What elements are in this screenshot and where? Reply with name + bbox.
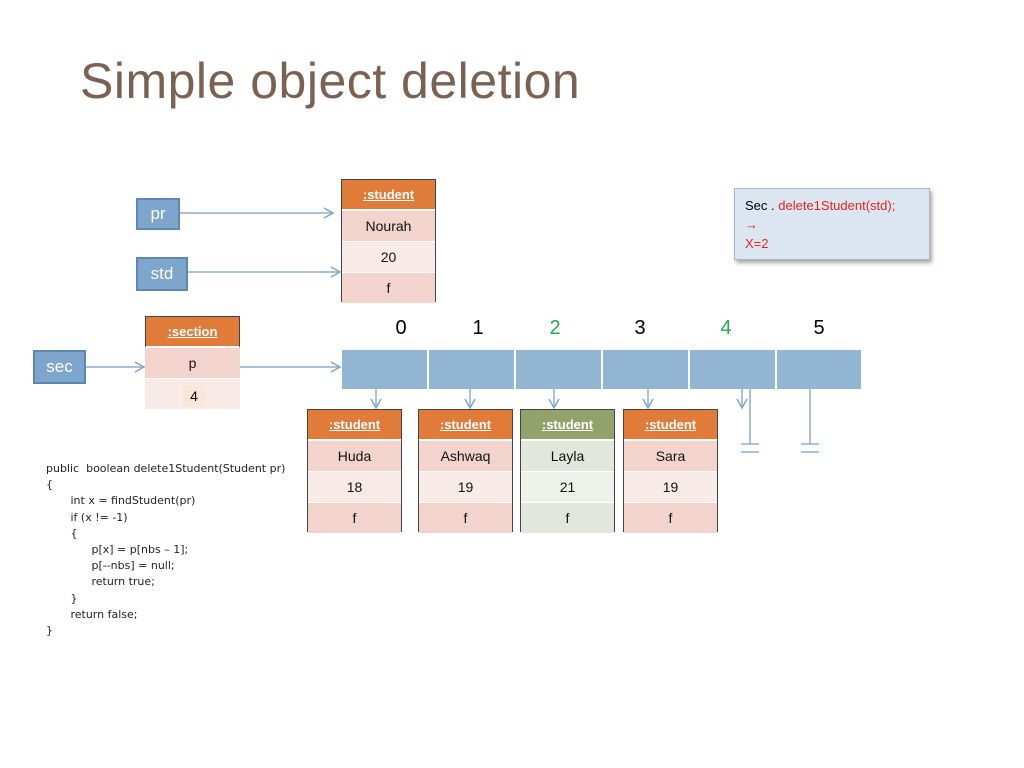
code-listing: public boolean delete1Student(Student pr… <box>46 462 286 638</box>
pr-reference: pr <box>136 198 180 230</box>
student-name: Sara <box>624 441 717 472</box>
array-index: 0 <box>395 317 407 339</box>
student-age: 19 <box>624 472 717 503</box>
student-gender: f <box>308 503 401 534</box>
array-index: 5 <box>813 317 825 339</box>
array-cell-4 <box>690 350 775 389</box>
array-cell-2 <box>516 350 601 389</box>
callout-result: X=2 <box>745 236 769 251</box>
student-object-ashwaq: :student Ashwaq 19 f <box>418 409 513 534</box>
callout-method: delete1Student(std); <box>778 198 896 213</box>
std-reference: std <box>136 257 188 291</box>
array-cell-3 <box>603 350 688 389</box>
object-header: :section <box>145 316 240 348</box>
student-age: 18 <box>308 472 401 503</box>
student-gender: f <box>342 273 435 304</box>
student-name: Ashwaq <box>419 441 512 472</box>
array-cell-0 <box>342 350 427 389</box>
method-call-callout: Sec . delete1Student(std); → X=2 <box>734 188 930 260</box>
callout-arrow: → <box>745 217 758 232</box>
object-header: :student <box>521 410 614 441</box>
student-age: 19 <box>419 472 512 503</box>
array-cell-1 <box>429 350 514 389</box>
array-index: 3 <box>634 317 646 339</box>
object-header: :student <box>624 410 717 441</box>
student-gender: f <box>521 503 614 534</box>
student-object-sara: :student Sara 19 f <box>623 409 718 534</box>
std-student-object: :student Nourah 20 f <box>341 179 436 304</box>
array-cell-5 <box>777 350 861 389</box>
section-field: p <box>145 348 240 379</box>
section-count: 4 <box>183 386 205 406</box>
page-title: Simple object deletion <box>80 53 581 109</box>
object-header: :student <box>342 180 435 211</box>
student-name: Layla <box>521 441 614 472</box>
array-index: 2 <box>549 317 561 339</box>
student-object-huda: :student Huda 18 f <box>307 409 402 534</box>
student-object-layla: :student Layla 21 f <box>520 409 615 534</box>
object-header: :student <box>419 410 512 441</box>
student-name: Nourah <box>342 211 435 242</box>
student-name: Huda <box>308 441 401 472</box>
array-index: 1 <box>472 317 484 339</box>
student-age: 21 <box>521 472 614 503</box>
student-gender: f <box>624 503 717 534</box>
student-age: 20 <box>342 242 435 273</box>
array-index: 4 <box>720 317 732 339</box>
callout-object: Sec . <box>745 198 779 213</box>
section-object: :section p 4 <box>145 316 240 410</box>
callout-call-line: Sec . delete1Student(std); <box>745 196 919 215</box>
student-gender: f <box>419 503 512 534</box>
object-header: :student <box>308 410 401 441</box>
sec-reference: sec <box>33 350 86 384</box>
